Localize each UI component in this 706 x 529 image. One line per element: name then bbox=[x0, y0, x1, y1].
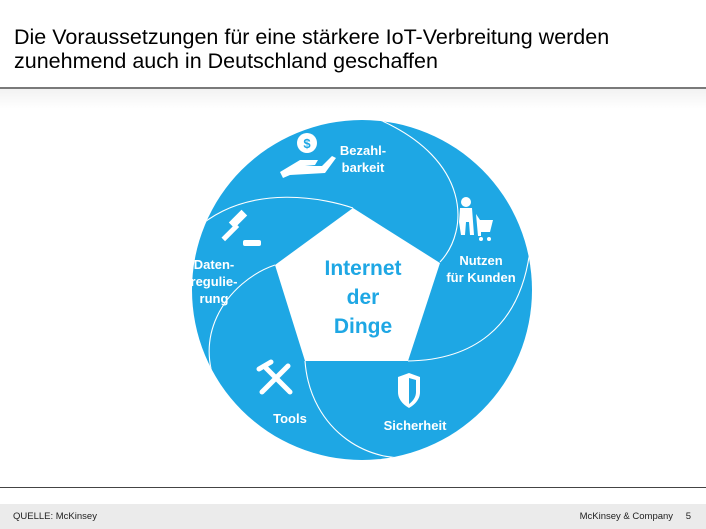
title-line-2: zunehmend auch in Deutschland geschaffen bbox=[14, 49, 438, 73]
center-label: Internet der Dinge bbox=[324, 257, 402, 338]
footer: QUELLE: McKinsey McKinsey & Company 5 bbox=[0, 504, 706, 529]
hand-coin-icon: $ bbox=[280, 133, 336, 178]
shopper-cart-icon bbox=[459, 197, 493, 241]
label-nutzen-fuer-kunden: Nutzen für Kunden bbox=[446, 253, 516, 285]
label-sicherheit: Sicherheit bbox=[383, 418, 447, 433]
hammer-wrench-icon bbox=[256, 359, 293, 395]
label-bezahlbarkeit: Bezahl- barkeit bbox=[339, 143, 387, 175]
label-datenregulierung: Daten- regulie- rung bbox=[190, 257, 238, 306]
shield-icon bbox=[398, 373, 420, 408]
title-line-1: Die Voraussetzungen für eine stärkere Io… bbox=[14, 25, 610, 49]
source-note: QUELLE: McKinsey bbox=[13, 511, 97, 522]
label-tools: Tools bbox=[273, 411, 307, 426]
gavel-icon bbox=[221, 209, 261, 246]
title-divider bbox=[0, 87, 706, 89]
company-name: McKinsey & Company bbox=[579, 511, 674, 522]
svg-text:$: $ bbox=[303, 136, 311, 151]
footer-divider bbox=[0, 487, 706, 488]
title-shadow bbox=[0, 89, 706, 109]
page-title: Die Voraussetzungen für eine stärkere Io… bbox=[14, 25, 694, 73]
center-pentagon bbox=[275, 208, 440, 361]
page-number: 5 bbox=[685, 511, 691, 522]
footer-brand: McKinsey & Company 5 bbox=[570, 511, 691, 522]
